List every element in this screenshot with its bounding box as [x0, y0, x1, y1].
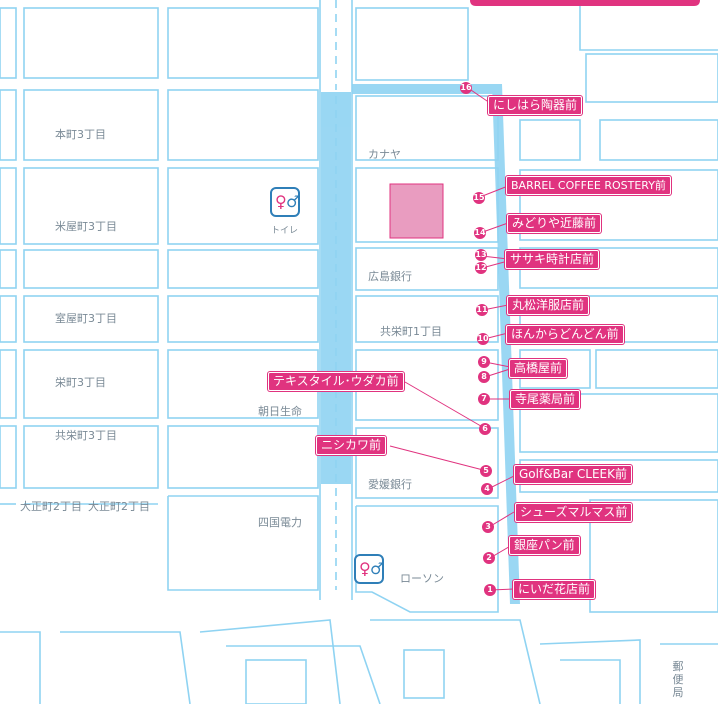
stop-label-10: ほんからどんどん前	[506, 325, 624, 344]
leader-lines	[389, 87, 517, 591]
restroom-label: トイレ	[271, 226, 299, 236]
stop-number-1: 1	[484, 584, 496, 596]
female-icon: ♀	[275, 192, 287, 211]
district-label-kyoei-1: 共栄町1丁目	[380, 325, 442, 338]
pink-block	[389, 183, 444, 239]
stop-label-8: 高橋屋前	[509, 359, 568, 378]
stop-label-12: ササキ時計店前	[505, 250, 600, 269]
district-label-kyoei-3: 共栄町3丁目	[55, 429, 117, 442]
stop-number-9: 9	[478, 356, 490, 368]
stop-number-14: 14	[474, 227, 486, 239]
stop-number-13: 13	[475, 249, 487, 261]
stop-label-4: Golf&Bar CLEEK前	[514, 465, 632, 484]
main-road	[319, 0, 353, 600]
district-label-honmachi: 本町3丁目	[55, 128, 106, 141]
stop-label-6: テキスタイル･ウダカ前	[268, 372, 404, 391]
male-icon: ♂	[370, 559, 385, 578]
district-label-sakae: 栄町3丁目	[55, 376, 106, 389]
stop-label-14: みどりや近藤前	[507, 214, 602, 233]
stop-number-11: 11	[476, 304, 488, 316]
stop-label-5: ニシカワ前	[316, 436, 387, 455]
stop-number-15: 15	[473, 192, 485, 204]
stop-number-8: 8	[478, 371, 490, 383]
stop-number-2: 2	[483, 552, 495, 564]
male-icon: ♂	[286, 192, 301, 211]
stop-number-4: 4	[481, 483, 493, 495]
district-label-taisho-a: 大正町2丁目	[20, 500, 82, 513]
stop-label-2: 銀座パン前	[509, 536, 580, 555]
landmark-asahi-life: 朝日生命	[258, 405, 302, 418]
landmark-lawson: ローソン	[400, 572, 444, 585]
stop-label-16: にしはら陶器前	[488, 96, 583, 115]
landmark-shikoku-power: 四国電力	[258, 516, 302, 529]
stop-number-12: 12	[475, 262, 487, 274]
stop-number-6: 6	[479, 423, 491, 435]
stop-number-10: 10	[477, 333, 489, 345]
stop-label-15: BARREL COFFEE ROSTERY前	[506, 176, 671, 195]
stop-label-11: 丸松洋服店前	[507, 296, 590, 315]
stop-label-7: 寺尾薬局前	[510, 390, 581, 409]
landmark-ehime-bank: 愛媛銀行	[368, 478, 412, 491]
landmark-post-office: 郵便局	[672, 660, 684, 699]
top-banner	[470, 0, 700, 6]
restroom-icon: ♀ ♂	[270, 187, 300, 217]
district-label-komeya: 米屋町3丁目	[55, 220, 117, 233]
district-label-taisho-b: 大正町2丁目	[88, 500, 150, 513]
district-label-muroya: 室屋町3丁目	[55, 312, 117, 325]
landmark-hiroshima-bank: 広島銀行	[368, 270, 412, 283]
stop-number-3: 3	[482, 521, 494, 533]
stop-number-5: 5	[480, 465, 492, 477]
stop-label-1: にいだ花店前	[513, 580, 596, 599]
landmark-kanaya: カナヤ	[368, 148, 401, 161]
highlighted-route	[321, 84, 520, 604]
stop-number-7: 7	[478, 393, 490, 405]
female-icon: ♀	[359, 559, 371, 578]
stop-number-16: 16	[460, 82, 472, 94]
restroom-icon-lawson: ♀ ♂	[354, 554, 384, 584]
stop-label-3: シューズマルマス前	[515, 503, 633, 522]
